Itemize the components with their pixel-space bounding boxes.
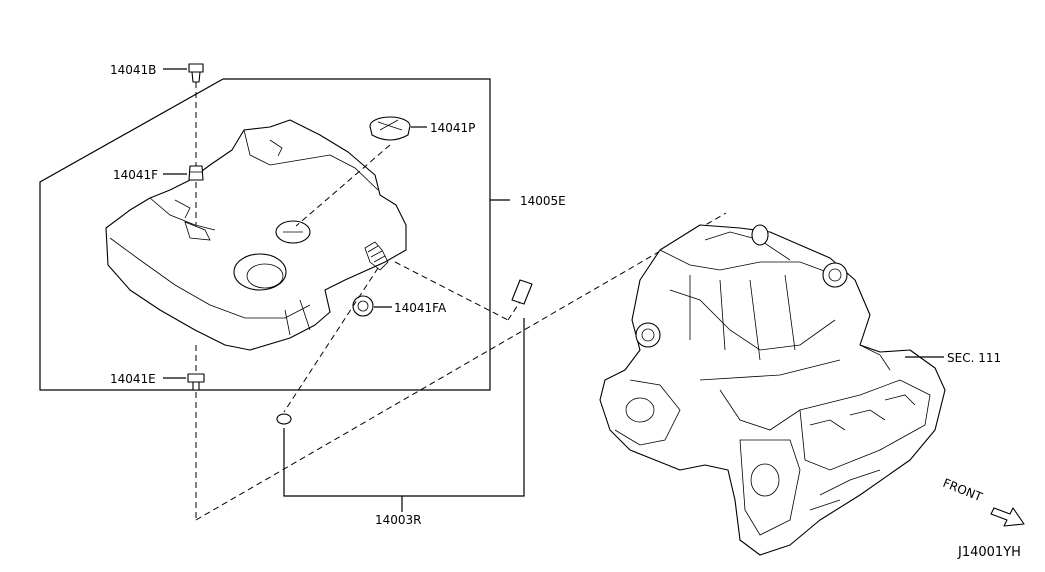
label-sec-111: SEC. 111 [947,351,1001,365]
oil-filler-cap [369,116,427,141]
label-14041fa: 14041FA [394,301,447,315]
grommet-14041e [163,373,205,391]
assembly-bracket [39,78,510,391]
label-14041e: 14041E [110,372,156,386]
grommet-14041fa [352,295,392,317]
label-14041f: 14041F [113,168,158,182]
label-front: FRONT [941,476,985,505]
label-14041b: 14041B [110,63,156,77]
front-arrow-icon [990,507,1025,527]
label-14003r: 14003R [375,513,422,527]
label-14041p: 14041P [430,121,475,135]
bolt-14041b [163,63,204,83]
engine-cover [105,119,407,351]
leader-lines [195,82,727,521]
engine-block [599,224,946,556]
grommet-14041f [163,165,204,181]
diagram-code: J14001YH [957,545,1021,560]
label-14005e: 14005E [520,194,566,208]
